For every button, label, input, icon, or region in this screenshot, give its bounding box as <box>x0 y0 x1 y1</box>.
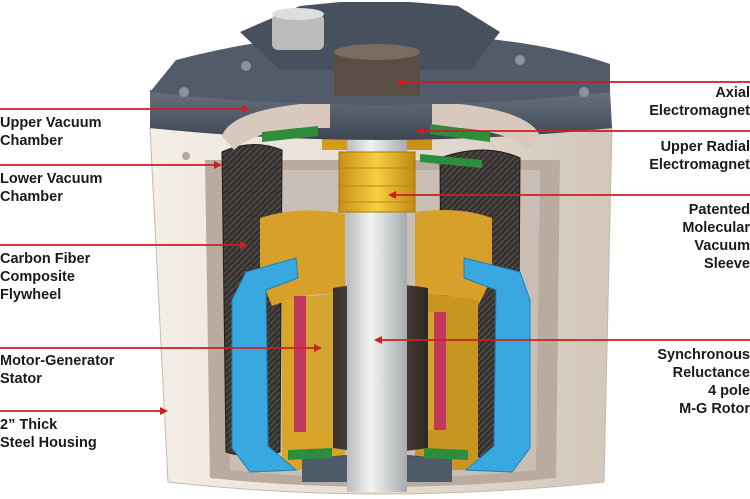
arrow-steel-housing <box>160 407 168 415</box>
label-upper-radial-electromagnet: Upper Radial Electromagnet <box>649 139 750 173</box>
arrow-upper-vacuum-chamber <box>242 105 250 113</box>
arrow-carbon-fiber-flywheel <box>240 241 248 249</box>
stator-housing-right <box>463 257 531 473</box>
label-carbon-fiber-flywheel: Carbon Fiber Composite Flywheel <box>0 251 91 303</box>
arrow-axial-electromagnet <box>396 78 404 86</box>
stator-housing-left <box>231 257 299 473</box>
green-plate-left <box>262 126 318 142</box>
label-upper-vacuum-chamber: Upper Vacuum Chamber <box>0 115 102 149</box>
label-steel-housing: 2” Thick Steel Housing <box>0 417 97 451</box>
arrow-motor-generator-stator <box>314 344 322 352</box>
connector <box>272 14 324 50</box>
leader-arrowheads <box>160 78 424 415</box>
vacuum-sleeve <box>338 151 416 213</box>
stator-winding-right <box>434 312 446 430</box>
gold-hub <box>260 210 345 306</box>
label-molecular-vacuum-sleeve: Patented Molecular Vacuum Sleeve <box>682 202 750 272</box>
arrow-synchronous-reluctance-rotor <box>374 336 382 344</box>
leader-lines <box>0 81 750 412</box>
label-motor-generator-stator: Motor-Generator Stator <box>0 353 115 387</box>
arrow-lower-vacuum-chamber <box>214 161 222 169</box>
arrow-molecular-vacuum-sleeve <box>388 191 396 199</box>
label-synchronous-reluctance-rotor: Synchronous Reluctance 4 pole M-G Rotor <box>657 347 750 417</box>
label-lower-vacuum-chamber: Lower Vacuum Chamber <box>0 171 103 205</box>
arrow-upper-radial-electromagnet <box>416 127 424 135</box>
label-axial-electromagnet: Axial Electromagnet <box>649 85 750 119</box>
stator-winding-left <box>294 296 306 432</box>
